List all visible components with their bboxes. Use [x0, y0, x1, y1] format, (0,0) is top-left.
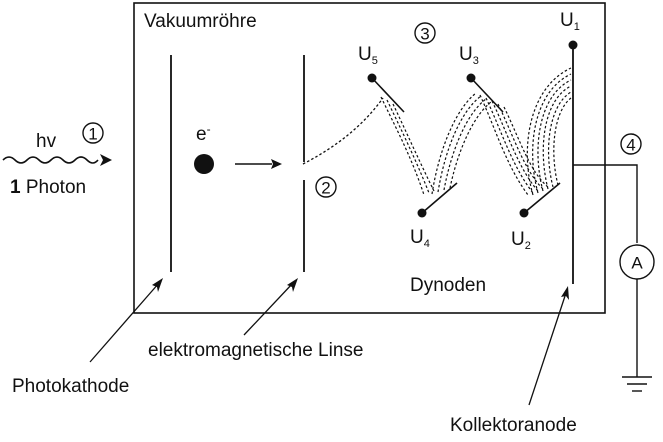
dynode-u3-plate: [470, 77, 504, 113]
photon-label: 1 Photon: [10, 177, 86, 198]
svg-text:2: 2: [321, 179, 330, 198]
hv-label: hv: [36, 131, 57, 152]
dynodes-label: Dynoden: [410, 275, 486, 296]
photon-count: 1: [10, 177, 21, 198]
dynode-u2-plate: [523, 182, 561, 214]
lens-label: elektromagnetische Linse: [148, 340, 363, 361]
svg-text:1: 1: [88, 125, 97, 144]
photocathode-callout-arrowhead: [152, 278, 163, 292]
collector-anode-terminal: [568, 40, 578, 50]
electron-cascade-u2-u1: [526, 67, 572, 196]
electron-path-single: [302, 97, 384, 165]
marker-3: 3: [414, 22, 436, 44]
ground-icon: [622, 376, 652, 392]
output-wire: [573, 164, 638, 243]
anode-callout-arrowhead: [561, 286, 569, 300]
electron-cascade-u5-u4: [380, 96, 435, 196]
lens-callout-arrowhead: [287, 278, 298, 292]
anode-callout-line: [528, 292, 567, 406]
dynode-u2-label: U2: [511, 229, 531, 252]
lens-callout-line: [243, 282, 294, 336]
photon-word: Photon: [21, 177, 87, 198]
electron-cascade-u3-u2: [479, 94, 549, 196]
dynode-u2-terminal: [519, 208, 529, 218]
ammeter-label: A: [631, 254, 643, 273]
marker-2: 2: [315, 176, 337, 198]
electron-arrowhead: [271, 159, 282, 169]
dynode-u5-label: U5: [358, 44, 378, 67]
dynode-u3-label: U3: [459, 44, 479, 67]
svg-text:3: 3: [420, 25, 429, 44]
marker-4: 4: [620, 133, 642, 155]
dynode-u4-terminal: [417, 208, 427, 218]
electron-dot: [194, 154, 214, 174]
dynode-u5-plate: [371, 77, 405, 113]
tube-label: Vakuumröhre: [144, 11, 257, 32]
photocathode-label: Photokathode: [12, 376, 129, 397]
anode-label: Kollektoranode: [450, 415, 577, 436]
dynode-u3-terminal: [466, 73, 476, 83]
electron-label: e-: [196, 122, 211, 145]
dynode-u4-label: U4: [410, 227, 430, 250]
electron-cascade-u4-u3: [431, 92, 492, 195]
anode-u1-label: U1: [560, 10, 580, 33]
marker-1: 1: [82, 122, 104, 144]
svg-text:4: 4: [626, 136, 635, 155]
photon-arrowhead: [100, 154, 112, 166]
vacuum-tube-frame: [133, 2, 606, 314]
dynode-u5-terminal: [367, 73, 377, 83]
photocathode-callout-line: [89, 282, 160, 363]
dynode-u4-plate: [421, 182, 458, 214]
photon-wave: [2, 156, 99, 164]
